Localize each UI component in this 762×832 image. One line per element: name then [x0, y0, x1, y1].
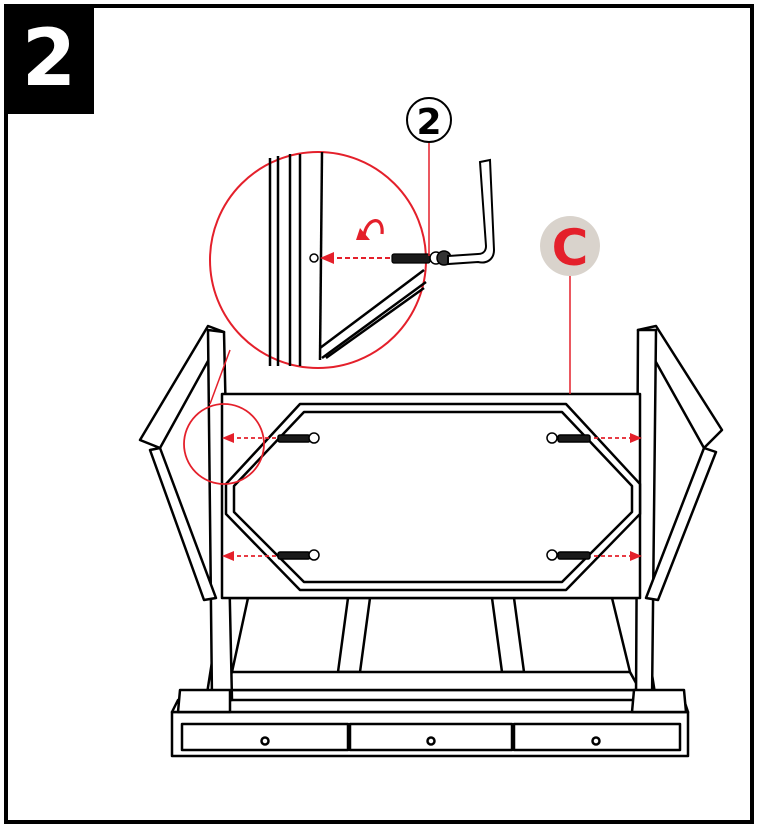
bottom-shelf [220, 670, 642, 692]
step-number-badge: 2 [4, 4, 94, 114]
part-label-badge [540, 216, 600, 276]
right-leg-foot [630, 688, 688, 714]
allen-key-icon [447, 158, 496, 266]
top-slab-edge [170, 698, 690, 714]
drawer-knob-middle [426, 736, 436, 746]
part-label: C [552, 219, 589, 277]
screw-top-left [277, 432, 320, 444]
right-leg-top-bar [636, 324, 724, 450]
screw-count-callout [406, 97, 452, 143]
zoom-detail [209, 151, 452, 369]
detail-source-circle [183, 403, 265, 485]
screw-count-label: 2 [416, 102, 441, 143]
direction-arrows [222, 433, 642, 561]
step-number: 2 [21, 14, 77, 104]
drawer-knob-left [260, 736, 270, 746]
zoom-screw-thread [391, 253, 431, 264]
screw-hole [309, 253, 319, 263]
screw-bottom-left [277, 549, 320, 561]
rotation-arrow-icon [362, 219, 384, 237]
left-leg-foot [176, 688, 232, 714]
left-leg-diagonal [148, 446, 218, 602]
drawer-knob-right [591, 736, 601, 746]
left-leg-vertical [206, 328, 234, 702]
detail-leader-line [209, 349, 231, 405]
zoom-arrow-head [320, 252, 334, 264]
right-leg-diagonal [644, 446, 718, 602]
apron-screws [277, 432, 591, 561]
screw-top-right [546, 432, 591, 444]
screw-bottom-right [546, 549, 591, 561]
desk-illustration [138, 324, 724, 758]
